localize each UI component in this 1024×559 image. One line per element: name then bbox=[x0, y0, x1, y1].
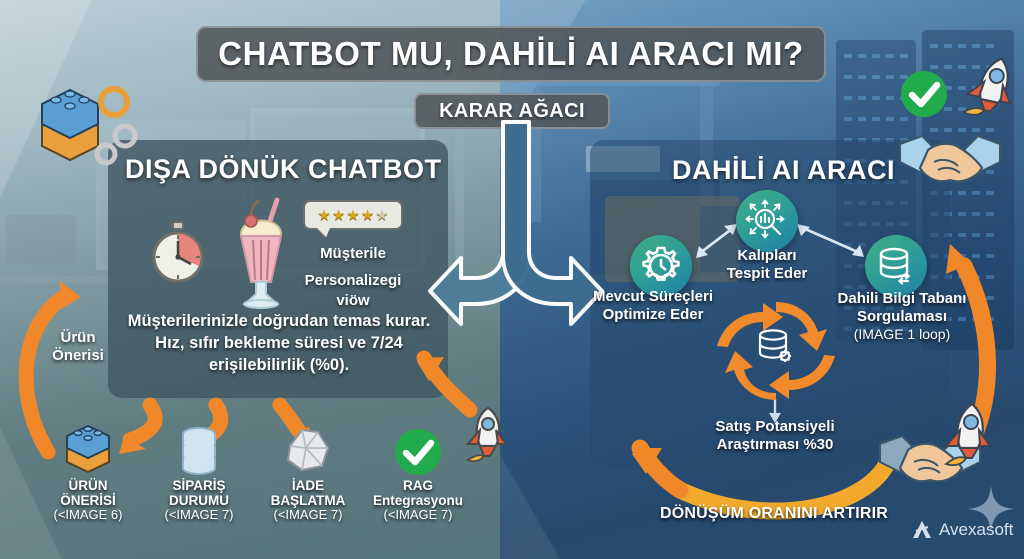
green-check-icon bbox=[362, 418, 474, 478]
left-caption-line-3: viöw bbox=[336, 292, 370, 309]
page-title: CHATBOT MU, DAHİLİ AI ARACI MI? bbox=[196, 26, 826, 82]
node-label-line-2: Tespit Eder bbox=[726, 265, 808, 282]
item-label-line-1: İADE bbox=[291, 478, 325, 493]
lego-gears-icon bbox=[41, 86, 138, 166]
node-label-line-1: Kalıpları bbox=[737, 247, 797, 264]
list-item-rag-entegrasyonu[interactable]: RAG Entegrasyonu (<IMAGE 7) bbox=[362, 418, 474, 523]
left-caption-line-1: Müşterile bbox=[320, 245, 386, 262]
item-sub: (<IMAGE 7) bbox=[383, 507, 453, 523]
item-label-line-1: SİPARİŞ bbox=[172, 478, 226, 493]
node-label-mevcut-surecleri: Mevcut Süreçleri Optimize Eder bbox=[586, 288, 720, 324]
sparkle-icon bbox=[968, 486, 1014, 532]
brand-logo: Avexasoft bbox=[910, 518, 1013, 542]
handshake-icon bbox=[899, 134, 1001, 183]
node-label-line-2: Optimize Eder bbox=[602, 306, 704, 323]
item-label-line-1: ÜRÜN bbox=[68, 478, 108, 493]
rocket-icon bbox=[961, 57, 1012, 116]
outcome-line-1: Satış Potansiyeli bbox=[715, 418, 835, 435]
node-sub: (IMAGE 1 loop) bbox=[853, 326, 951, 342]
node-label-dahili-bilgi-tabani: Dahili Bilgi Tabanı Sorgulaması (IMAGE 1… bbox=[826, 290, 978, 343]
item-label-line-2: DURUMU bbox=[169, 493, 229, 509]
item-label-line-2: ÖNERİSİ bbox=[60, 493, 116, 509]
lego-block-icon bbox=[32, 418, 144, 478]
star-icon: ★ bbox=[317, 206, 331, 224]
database-icon bbox=[143, 418, 255, 478]
brand-name: Avexasoft bbox=[939, 520, 1014, 539]
left-caption-line-2: Personalizegi bbox=[304, 272, 402, 289]
crumpled-paper-icon bbox=[252, 418, 364, 478]
node-label-line-2: Sorgulaması bbox=[856, 308, 948, 325]
list-item-siparis-durumu[interactable]: SİPARİŞ DURUMU (<IMAGE 7) bbox=[143, 418, 255, 523]
side-label-line-1: Ürün bbox=[60, 329, 96, 346]
side-label-urun-onerisi: Ürün Önerisi bbox=[38, 329, 118, 364]
item-sub: (<IMAGE 7) bbox=[273, 507, 343, 523]
green-check-icon bbox=[901, 71, 947, 117]
list-item-iade-baslatma[interactable]: İADE BAŞLATMA (<IMAGE 7) bbox=[252, 418, 364, 523]
item-label-line-2: Entegrasyonu bbox=[372, 493, 464, 509]
rocket-icon bbox=[943, 402, 992, 466]
star-icon: ★ bbox=[346, 206, 360, 224]
avexasoft-logo-icon bbox=[913, 521, 931, 538]
office-monitor bbox=[6, 215, 76, 263]
left-panel-title: DIŞA DÖNÜK CHATBOT bbox=[125, 154, 442, 184]
cta-text: DÖNÜŞÜM ORANINI ARTIRIR bbox=[660, 505, 888, 522]
item-sub: (<IMAGE 7) bbox=[164, 507, 234, 523]
side-label-line-2: Önerisi bbox=[52, 346, 104, 364]
node-label-kaliplari-tespit: Kalıpları Tespit Eder bbox=[709, 247, 825, 283]
node-label-line-1: Dahili Bilgi Tabanı bbox=[837, 290, 967, 307]
left-panel-body: Müşterilerinizle doğrudan temas kurar. H… bbox=[127, 312, 431, 374]
outcome-line-2: Araştırması %30 bbox=[716, 436, 834, 453]
item-sub: (<IMAGE 6) bbox=[53, 507, 123, 523]
node-label-line-1: Mevcut Süreçleri bbox=[592, 288, 714, 305]
milkshake-icon bbox=[239, 197, 283, 309]
item-label-line-2: BAŞLATMA bbox=[270, 493, 346, 509]
process-loop-arrows bbox=[717, 302, 835, 400]
gear-clock-icon bbox=[630, 235, 692, 297]
rating-bubble: ★ ★ ★ ★ ★ bbox=[303, 200, 403, 230]
item-label-line-1: RAG bbox=[403, 478, 433, 493]
rocket-icon bbox=[465, 406, 508, 463]
list-item-urun-onerisi[interactable]: ÜRÜN ÖNERİSİ (<IMAGE 6) bbox=[32, 418, 144, 523]
stopwatch-icon bbox=[152, 221, 204, 283]
outcome-label: Satış Potansiyeli Araştırması %30 bbox=[690, 418, 860, 454]
database-sync-icon bbox=[865, 235, 927, 297]
page-subtitle: KARAR AĞACI bbox=[414, 93, 610, 129]
star-icon: ★ bbox=[331, 206, 346, 224]
star-icon-empty: ★ bbox=[375, 206, 389, 224]
office-desk bbox=[0, 276, 120, 283]
star-icon: ★ bbox=[360, 206, 375, 224]
right-panel-title: DAHİLİ AI ARACI bbox=[672, 155, 895, 185]
analytics-search-icon bbox=[736, 190, 798, 252]
